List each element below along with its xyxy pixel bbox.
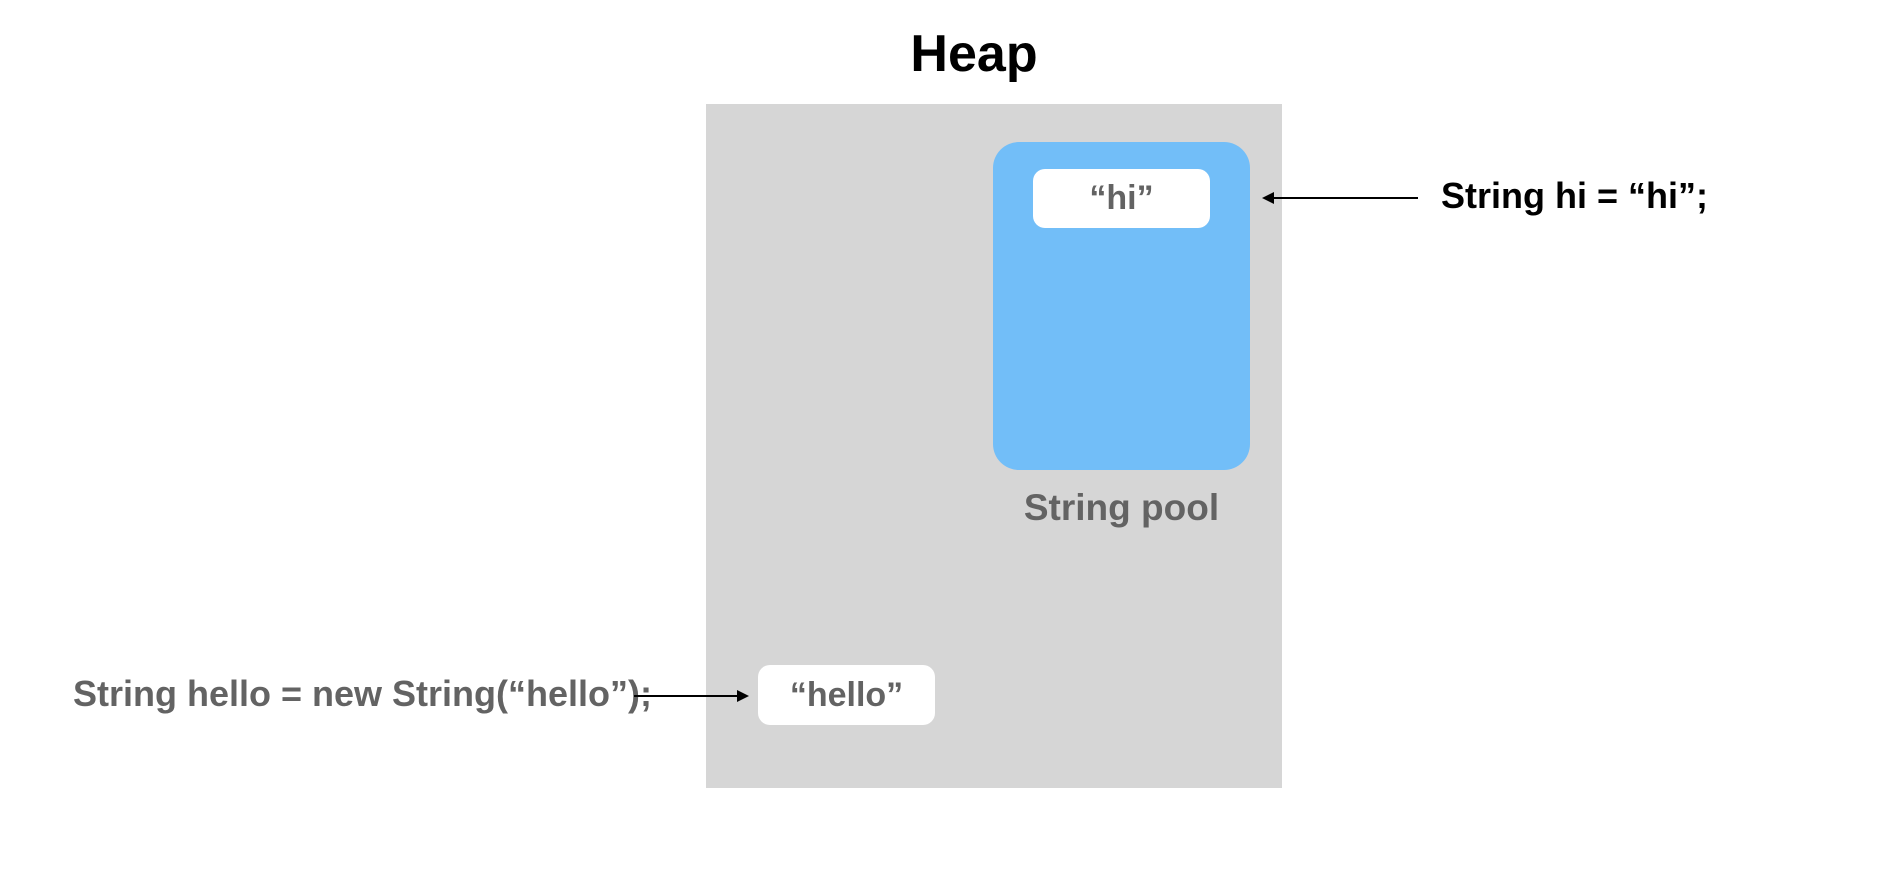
- hi-string-object: “hi”: [1033, 169, 1210, 228]
- code-hello-new-string: String hello = new String(“hello”);: [73, 673, 653, 714]
- heap-title: Heap: [910, 25, 1038, 83]
- string-pool-label: String pool: [1023, 487, 1220, 528]
- arrow-to-hi: [1262, 192, 1418, 204]
- code-hi-literal: String hi = “hi”;: [1441, 175, 1708, 216]
- hello-string-object: “hello”: [758, 665, 935, 725]
